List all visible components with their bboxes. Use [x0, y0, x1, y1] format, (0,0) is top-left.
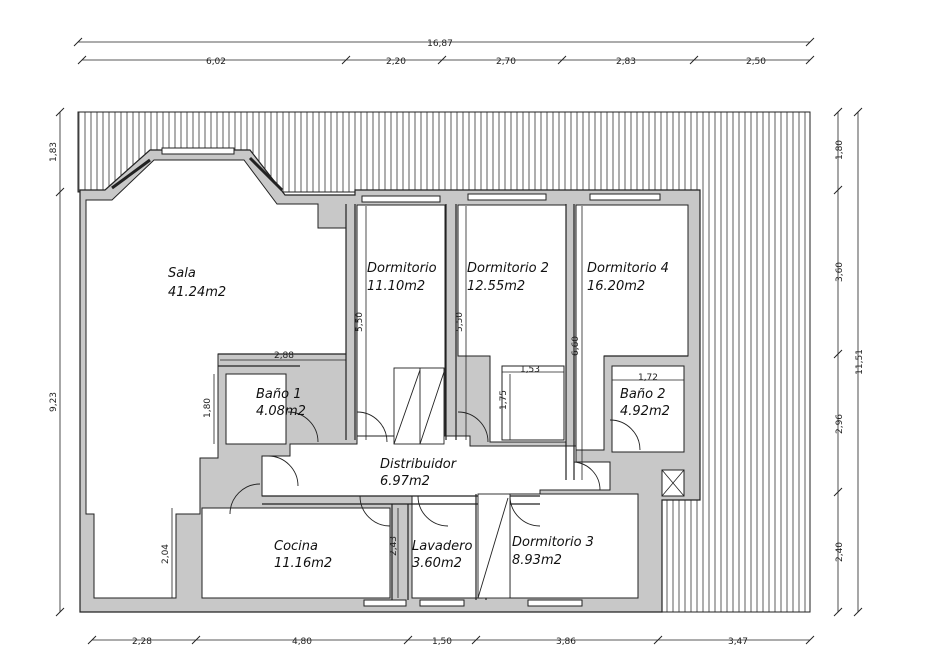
dim-closet-width: 1,53	[520, 365, 540, 375]
label-cocina-name: Cocina	[274, 539, 318, 554]
dim-sala-wall: 2,88	[274, 351, 294, 361]
dim-top-total: 16,87	[427, 39, 453, 49]
dim-dorm1-height: 5,50	[355, 312, 365, 332]
label-dorm3-area: 8.93m2	[512, 553, 562, 568]
dim-right-2: 3,60	[835, 262, 845, 282]
dim-right-total: 11,51	[855, 349, 865, 375]
label-bano2-name: Baño 2	[620, 387, 665, 402]
dimension-lines	[55, 37, 863, 645]
dim-bottom-5: 3,47	[728, 637, 748, 647]
dim-bottom-1: 2,28	[132, 637, 152, 647]
room-dormitorio-3	[509, 493, 639, 599]
dim-top-2: 2,20	[386, 57, 406, 67]
label-distribuidor-name: Distribuidor	[380, 457, 458, 472]
dim-bottom-3: 1,50	[432, 637, 452, 647]
dim-lavadero-wall: 2,43	[389, 536, 399, 556]
dim-bano2-width: 1,72	[638, 373, 658, 383]
room-bano-1	[225, 373, 287, 445]
closet-dormitorio-2	[501, 365, 565, 441]
dim-bottom-4: 3,86	[556, 637, 576, 647]
windows	[111, 147, 661, 607]
label-bano1-area: 4.08m2	[256, 404, 306, 419]
label-dorm2-name: Dormitorio 2	[467, 261, 549, 276]
dim-right-4: 2,40	[835, 542, 845, 562]
dim-top-5: 2,50	[746, 57, 766, 67]
label-dorm1-area: 11.10m2	[367, 279, 425, 294]
dim-dorm4-height: 6,60	[571, 336, 581, 356]
doors	[229, 411, 641, 527]
label-dorm4-name: Dormitorio 4	[587, 261, 669, 276]
label-dorm1-name: Dormitorio	[367, 261, 437, 276]
label-bano1-name: Baño 1	[256, 387, 301, 402]
dim-left-1: 1,83	[49, 142, 59, 162]
dim-bottom-2: 4,80	[292, 637, 312, 647]
dim-bano1-height: 1,80	[203, 398, 213, 418]
dim-right-1: 1,80	[835, 140, 845, 160]
interior-walls	[218, 204, 688, 600]
room-labels: Sala 41.24m2 Dormitorio 11.10m2 Dormitor…	[168, 261, 670, 571]
wardrobes	[393, 367, 511, 599]
label-lavadero-area: 3.60m2	[412, 556, 462, 571]
label-sala-name: Sala	[168, 266, 196, 281]
label-lavadero-name: Lavadero	[412, 539, 472, 554]
dim-right-3: 2,96	[835, 414, 845, 434]
dimension-labels: 16,87 6,02 2,20 2,70 2,83 2,50 2,28 4,80…	[49, 39, 865, 647]
dim-closet-height: 1,75	[499, 390, 509, 410]
label-dorm3-name: Dormitorio 3	[512, 535, 594, 550]
label-sala-area: 41.24m2	[168, 285, 226, 300]
dim-top-4: 2,83	[616, 57, 636, 67]
dim-top-3: 2,70	[496, 57, 516, 67]
room-cocina	[201, 507, 391, 599]
label-cocina-area: 11.16m2	[274, 556, 332, 571]
dim-dorm2-height: 5,50	[455, 312, 465, 332]
dim-cocina-wall: 2,04	[161, 544, 171, 564]
label-distribuidor-area: 6.97m2	[380, 474, 430, 489]
label-dorm4-area: 16.20m2	[587, 279, 645, 294]
label-bano2-area: 4.92m2	[620, 404, 670, 419]
rooms	[85, 159, 689, 599]
label-dorm2-area: 12.55m2	[467, 279, 525, 294]
dim-top-1: 6,02	[206, 57, 226, 67]
dim-left-2: 9,23	[49, 392, 59, 412]
